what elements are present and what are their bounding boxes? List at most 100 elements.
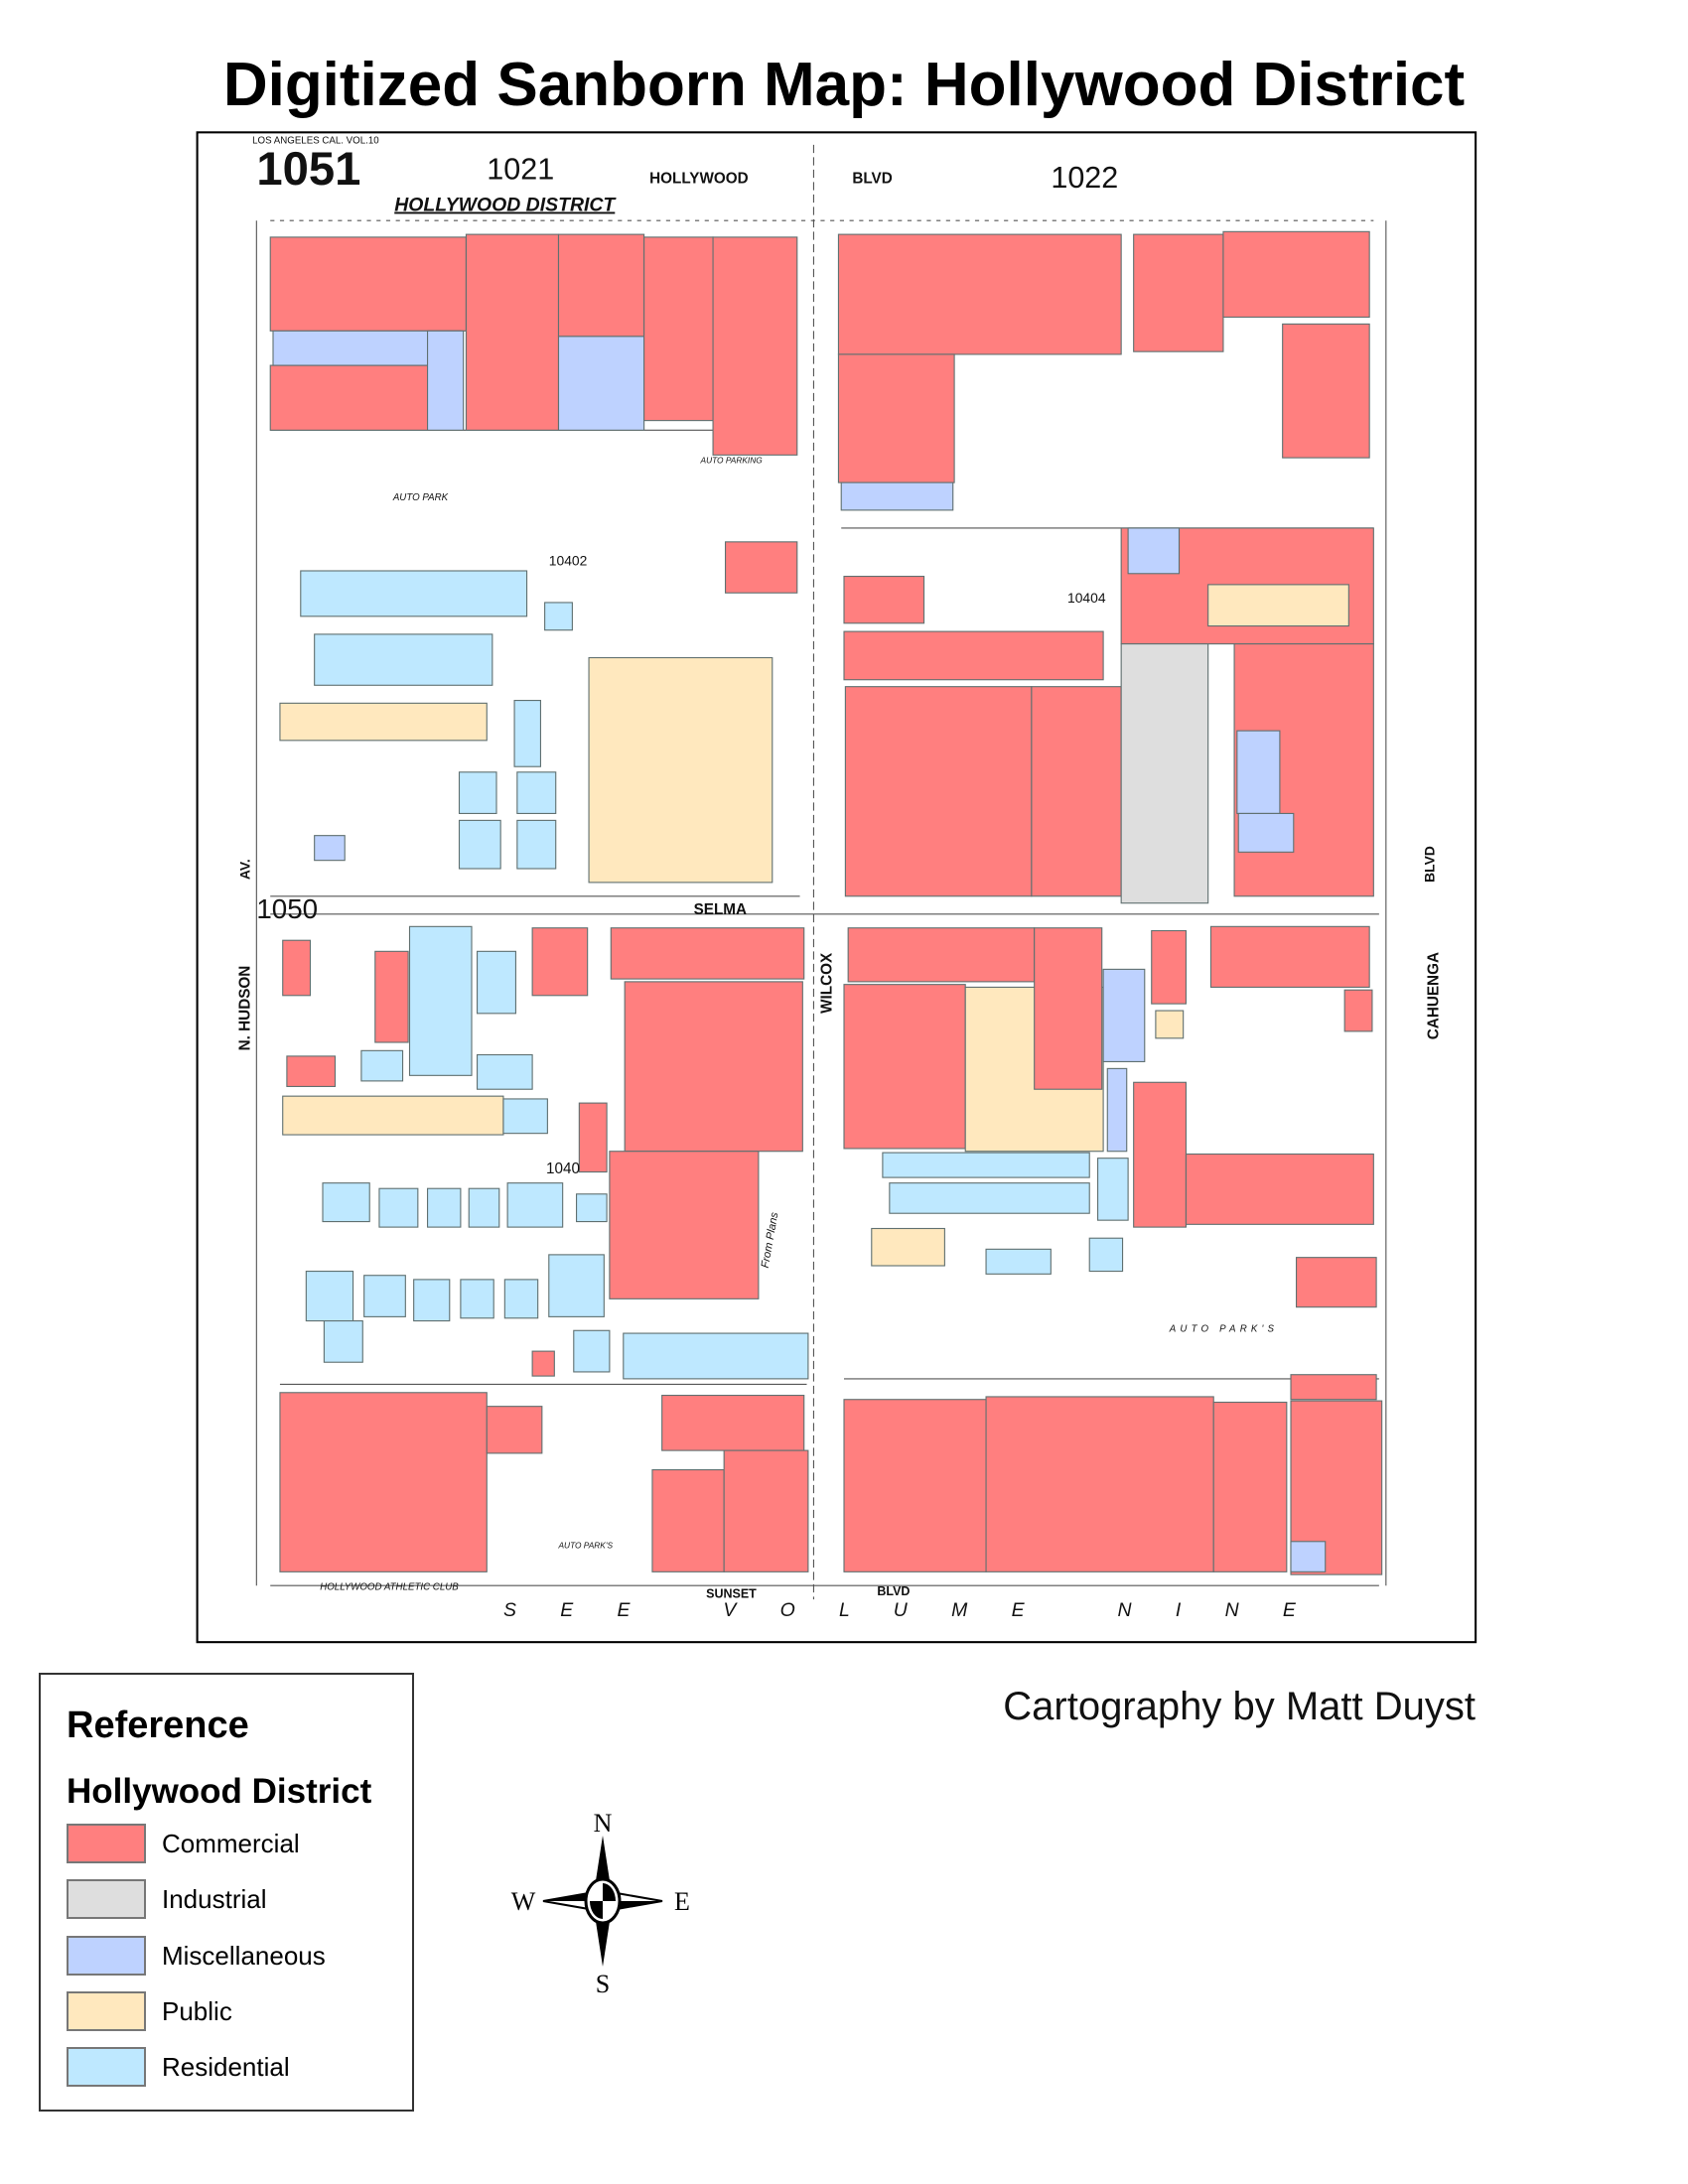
district-label: HOLLYWOOD DISTRICT (394, 195, 617, 216)
parcel-miscellaneous (1127, 527, 1181, 575)
parcel-commercial (843, 1399, 987, 1572)
parcel-residential (322, 1182, 370, 1223)
wilcox-street-label: WILCOX (819, 952, 836, 1014)
parcel-commercial (1296, 1257, 1377, 1308)
parcel-commercial (843, 576, 925, 624)
parcel-commercial (651, 1469, 725, 1572)
parcel-residential (575, 1193, 608, 1223)
parcel-commercial (531, 927, 589, 997)
parcel-residential (1097, 1158, 1129, 1221)
parcel-residential (516, 771, 557, 814)
parcel-residential (506, 1182, 564, 1228)
parcel-public (282, 1095, 504, 1136)
sheet-1050-label: 1050 (256, 893, 318, 924)
parcel-residential (363, 1275, 406, 1317)
blvd-bottom-label: BLVD (877, 1584, 910, 1598)
parcel-commercial (1209, 925, 1370, 988)
parcel-miscellaneous (1102, 968, 1146, 1062)
parcel-commercial (465, 233, 560, 431)
auto-parks-right-label: AUTO PARK'S (1169, 1324, 1278, 1335)
blvd-top-label: BLVD (852, 171, 892, 188)
parcel-residential (1088, 1237, 1124, 1273)
legend-swatch (67, 1936, 146, 1976)
parcel-public (1207, 584, 1349, 627)
parcel-commercial (269, 364, 429, 431)
legend-item-industrial: Industrial (67, 1878, 267, 1920)
auto-park-label: AUTO PARK (392, 492, 449, 503)
parcel-commercial (531, 1350, 555, 1377)
block-1040-label: 1040 (546, 1160, 580, 1177)
parcel-public (1155, 1010, 1185, 1039)
parcel-commercial (282, 939, 312, 997)
parcel-miscellaneous (1290, 1541, 1327, 1572)
parcel-commercial (269, 236, 467, 332)
parcel-commercial (486, 1406, 543, 1454)
parcel-residential (458, 819, 501, 870)
parcel-residential (502, 1098, 548, 1135)
north-arrow-compass-icon: N S E W (511, 1809, 690, 1998)
parcel-residential (889, 1182, 1090, 1214)
legend-item-commercial: Commercial (67, 1823, 300, 1864)
parcel-commercial (723, 1449, 809, 1572)
auto-parking-label: AUTO PARKING (700, 456, 764, 466)
parcel-residential (516, 819, 557, 870)
legend-title: Reference (67, 1705, 249, 1746)
parcel-miscellaneous (314, 835, 346, 862)
av-label: AV. (236, 859, 252, 880)
parcel-miscellaneous (840, 481, 954, 511)
parcel-miscellaneous (557, 336, 645, 431)
parcel-residential (468, 1187, 500, 1228)
parcel-residential (477, 1053, 533, 1090)
legend-label: Miscellaneous (162, 1940, 326, 1971)
parcel-commercial (1133, 233, 1224, 352)
sheet-number: 1051 (256, 143, 360, 196)
compass-n: N (594, 1809, 613, 1838)
parcel-commercial (847, 927, 1036, 983)
parcel-miscellaneous (1237, 812, 1295, 853)
see-volume-label: S E E V O L U M E N I N E (503, 1599, 1315, 1621)
parcel-public (588, 656, 774, 884)
parcel-residential (548, 1254, 605, 1317)
legend-subtitle: Hollywood District (67, 1772, 372, 1811)
legend-label: Public (162, 1995, 232, 2026)
parcel-commercial (286, 1055, 337, 1087)
parcel-residential (413, 1279, 451, 1322)
block-10404-label: 10404 (1067, 590, 1106, 606)
parcel-commercial (1031, 686, 1122, 897)
parcel-residential (544, 602, 573, 631)
compass-w: W (511, 1887, 536, 1916)
parcel-residential (427, 1187, 462, 1228)
auto-parks-bottom-label: AUTO PARK'S (558, 1541, 614, 1551)
parcel-commercial (1034, 927, 1103, 1090)
parcel-residential (408, 925, 473, 1076)
cahuenga-street-label: CAHUENGA (1426, 952, 1443, 1039)
parcel-commercial (557, 233, 645, 338)
hollywood-street-label: HOLLYWOOD (649, 171, 749, 188)
parcel-residential (323, 1320, 363, 1363)
parcel-commercial (837, 233, 1122, 355)
parcel-commercial (624, 981, 803, 1153)
parcel-commercial (1185, 1153, 1374, 1225)
cartography-credit: Cartography by Matt Duyst (1003, 1685, 1476, 1728)
volume-label: LOS ANGELES CAL. VOL.10 (252, 135, 379, 146)
parcel-residential (573, 1329, 611, 1373)
parcel-commercial (279, 1392, 488, 1572)
parcel-miscellaneous (1106, 1067, 1128, 1153)
legend-swatch (67, 1991, 146, 2031)
parcel-commercial (1343, 989, 1373, 1032)
parcel-miscellaneous (427, 330, 465, 431)
parcel-residential (623, 1332, 809, 1380)
parcel-residential (378, 1187, 419, 1228)
parcel-commercial (837, 353, 955, 483)
legend-label: Industrial (162, 1883, 267, 1914)
parcel-residential (513, 700, 541, 767)
legend-swatch (67, 2047, 146, 2087)
parcel-residential (300, 570, 528, 617)
sheet-1022-label: 1022 (1051, 161, 1118, 195)
parcel-residential (314, 633, 493, 686)
parcel-residential (305, 1270, 354, 1322)
parcel-commercial (1212, 1401, 1288, 1572)
parcel-commercial (609, 1151, 760, 1299)
parcel-industrial (1120, 643, 1209, 904)
